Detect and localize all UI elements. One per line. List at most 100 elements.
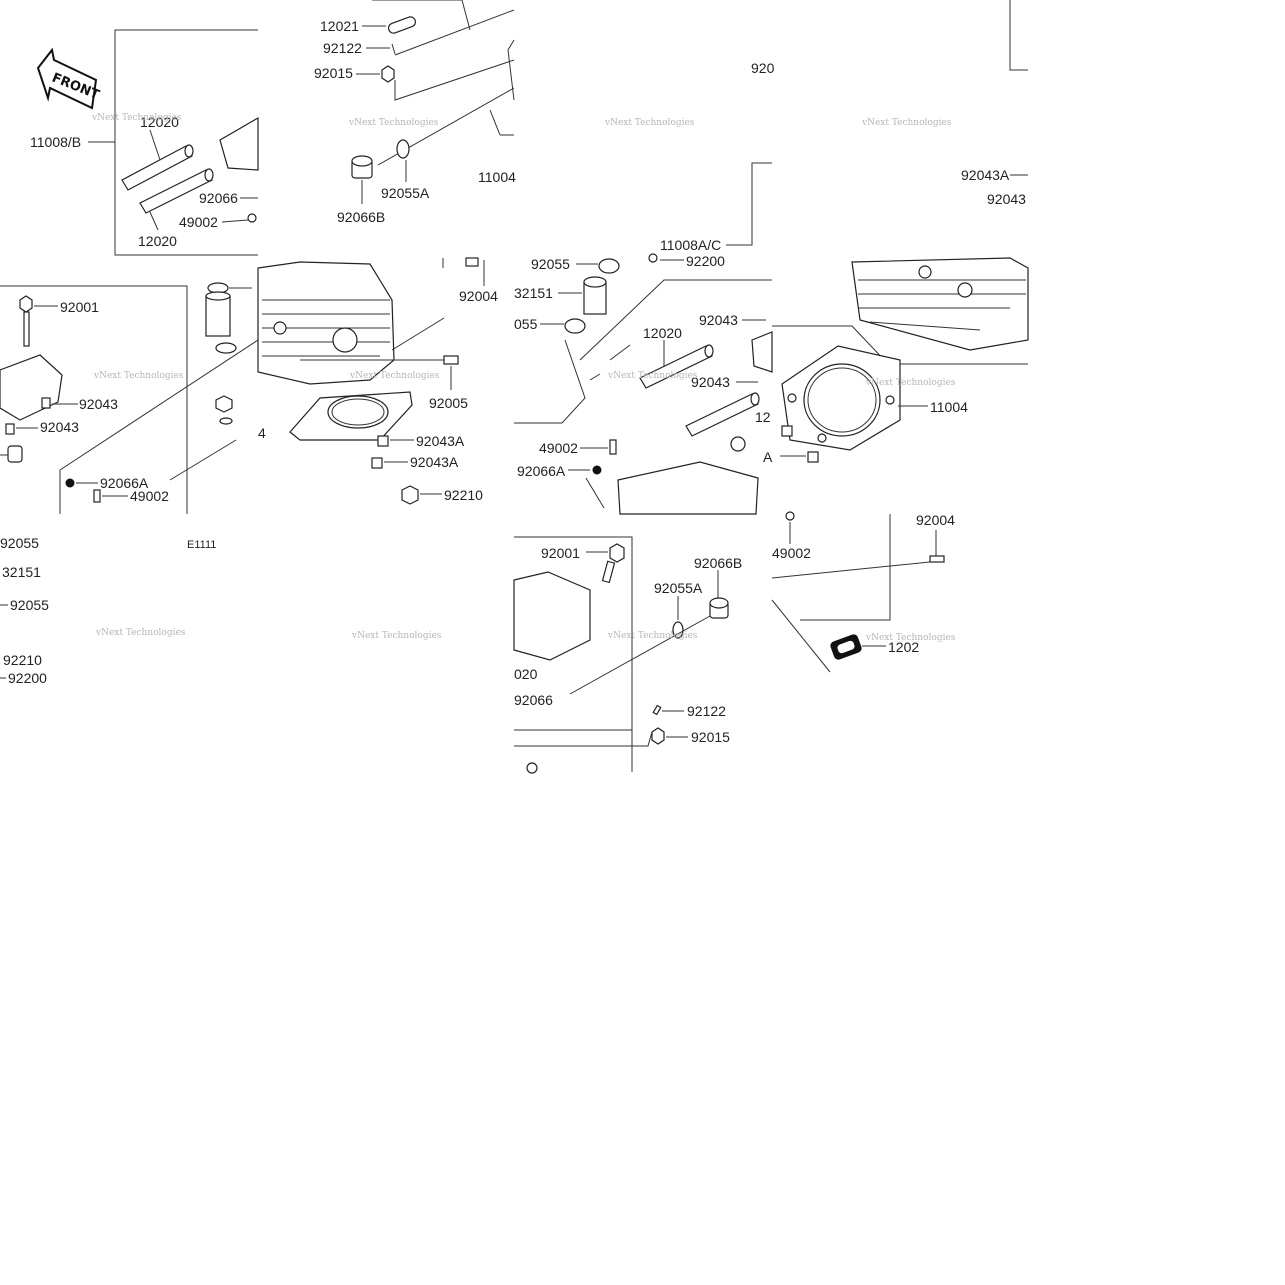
label-12021: 12021 xyxy=(320,18,359,34)
cylinder-head-part xyxy=(257,261,395,385)
rocker-holder-part xyxy=(513,571,591,661)
label-92066b: 92066B xyxy=(694,555,742,571)
dowel-part xyxy=(807,451,819,463)
front-arrow-icon: FRONT xyxy=(36,47,101,110)
label-12: 12 xyxy=(755,409,771,425)
tile-9: 92055 32151 92055 92210 92200 E1111 vNex… xyxy=(0,535,216,686)
cylinder-head-part xyxy=(617,461,759,515)
label-a: A xyxy=(763,449,773,465)
label-92066a: 92066A xyxy=(100,475,149,491)
nut-part xyxy=(215,395,233,413)
label-92210: 92210 xyxy=(3,652,42,668)
gasket-part xyxy=(387,16,417,34)
label-12020: 12020 xyxy=(140,114,179,130)
watermark: vNext Technologies xyxy=(865,633,956,643)
watermark: vNext Technologies xyxy=(604,118,695,128)
nut-part xyxy=(381,65,395,83)
sleeve-part xyxy=(583,276,607,315)
plug-part xyxy=(351,155,373,179)
watermark: vNext Technologies xyxy=(349,371,440,381)
head-gasket-part xyxy=(781,345,901,451)
label-92200: 92200 xyxy=(8,670,47,686)
bolt-part xyxy=(601,543,625,584)
label-92001: 92001 xyxy=(541,545,580,561)
label-49002: 49002 xyxy=(179,214,218,230)
plug-part xyxy=(709,597,729,619)
label-92043a: 92043A xyxy=(416,433,465,449)
watermark: vNext Technologies xyxy=(861,118,952,128)
o-ring-part xyxy=(672,621,684,639)
label-92004: 92004 xyxy=(459,288,498,304)
label-92015: 92015 xyxy=(691,729,730,745)
dowel-part xyxy=(377,435,389,447)
label-49002: 49002 xyxy=(130,488,169,504)
bolt-part xyxy=(19,295,33,347)
shaft-part xyxy=(685,392,760,437)
label-92055a: 92055A xyxy=(381,185,430,201)
tile-5: 92001 92043 92043 92066A 49002 vNext Tec… xyxy=(0,285,259,514)
bolt-part xyxy=(93,489,101,503)
label-92055: 92055 xyxy=(10,597,49,613)
watermark: vNext Technologies xyxy=(351,631,442,641)
sleeve-part xyxy=(205,291,231,337)
label-92122: 92122 xyxy=(687,703,726,719)
label-1202: 1202 xyxy=(888,639,919,655)
label-92005: 92005 xyxy=(429,395,468,411)
label-92066b: 92066B xyxy=(337,209,385,225)
tile-4: 92043A 92043 vNext Technologies xyxy=(861,0,1028,207)
pin-part xyxy=(652,704,662,716)
dowel-part xyxy=(371,457,383,469)
label-92043a: 92043A xyxy=(410,454,459,470)
figure-code: E1111 xyxy=(187,539,216,551)
label-32151: 32151 xyxy=(2,564,41,580)
dowel-part xyxy=(5,423,15,435)
watermark: vNext Technologies xyxy=(607,371,698,381)
label-11008b: 11008/B xyxy=(30,134,81,150)
label-11004: 11004 xyxy=(930,399,968,415)
tile-2: 12021 92122 92015 92055A 92066B 11004 vN… xyxy=(314,0,516,225)
label-92055: 92055 xyxy=(531,256,570,272)
shaft-part xyxy=(121,144,194,191)
o-ring-part xyxy=(396,139,410,159)
tile-8: 11004 vNext Technologies xyxy=(772,257,1029,463)
plug-part xyxy=(730,436,746,452)
tile-1: FRONT 11008/B 12020 12020 92066 49002 vN… xyxy=(30,29,259,256)
label-92043: 92043 xyxy=(40,419,79,435)
label-92055a: 92055A xyxy=(654,580,703,596)
label-92043: 92043 xyxy=(987,191,1026,207)
watermark: vNext Technologies xyxy=(91,113,182,123)
label-32151: 32151 xyxy=(514,285,553,301)
head-gasket-part xyxy=(289,391,413,441)
o-ring-part xyxy=(215,342,237,354)
label-92001: 92001 xyxy=(60,299,99,315)
label-020: 020 xyxy=(514,666,538,682)
shaft-part xyxy=(139,168,214,214)
tile-3: 920 vNext Technologies xyxy=(604,60,775,128)
stud-part xyxy=(929,555,945,563)
label-4: 4 xyxy=(258,425,266,441)
label-92200: 92200 xyxy=(686,253,725,269)
label-92066a: 92066A xyxy=(517,463,566,479)
label-12020: 12020 xyxy=(643,325,682,341)
watermark: vNext Technologies xyxy=(607,631,698,641)
tile-11: 92001 92066B 92055A 020 92066 92122 9201… xyxy=(513,536,742,774)
rocker-arm-part xyxy=(751,331,773,373)
label-92066: 92066 xyxy=(514,692,553,708)
plug-part xyxy=(592,465,602,475)
plug-part xyxy=(65,478,75,488)
watermark: vNext Technologies xyxy=(865,378,956,388)
rocker-holder-part xyxy=(0,354,63,421)
bolt-part xyxy=(443,355,459,365)
tile-12: 49002 92004 1202 vNext Technologies xyxy=(771,511,956,673)
shaft-part xyxy=(639,344,714,389)
label-12020: 12020 xyxy=(138,233,177,249)
watermark: vNext Technologies xyxy=(93,371,184,381)
watermark: vNext Technologies xyxy=(95,628,186,638)
dowel-part xyxy=(41,397,51,409)
stud-part xyxy=(465,257,479,267)
label-055: 055 xyxy=(514,316,538,332)
label-92004: 92004 xyxy=(916,512,955,528)
label-92122: 92122 xyxy=(323,40,362,56)
